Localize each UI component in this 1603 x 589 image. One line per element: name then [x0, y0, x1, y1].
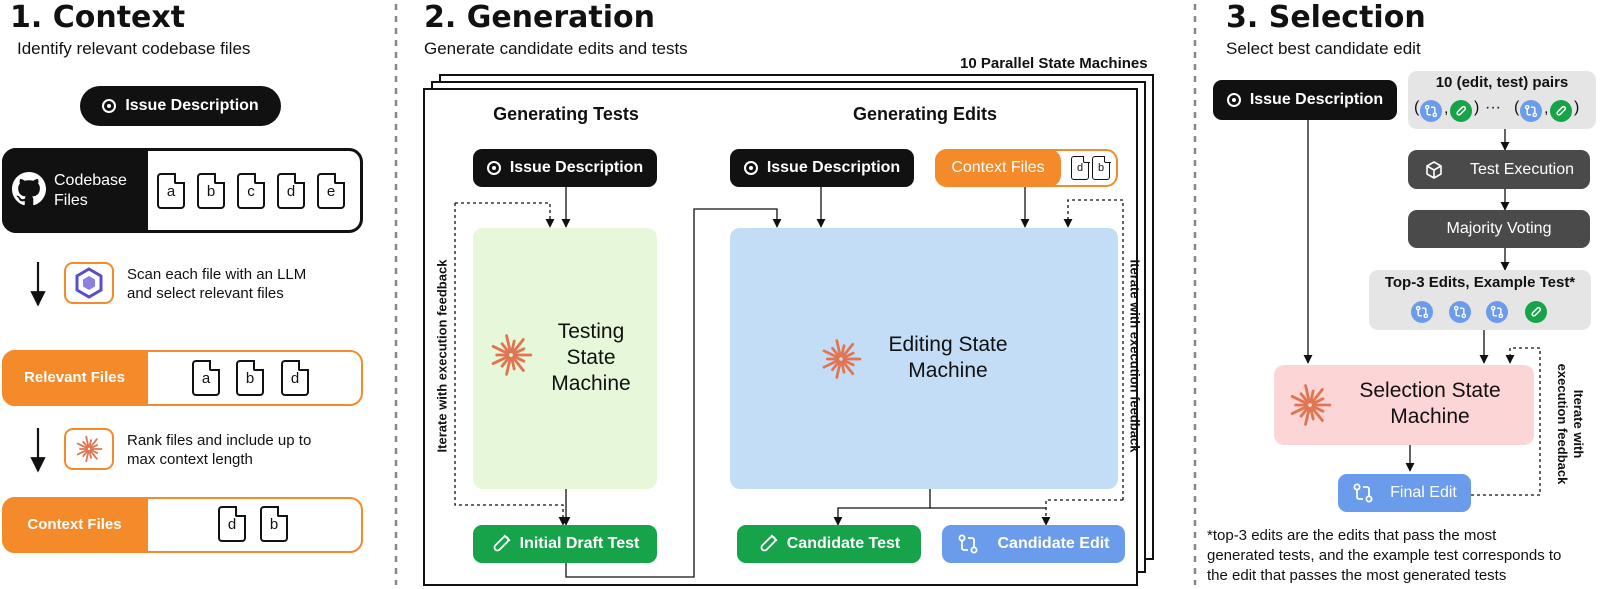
editing-state-machine: Editing State Machine — [730, 228, 1118, 489]
context-files-edits-box: Context Files d b — [935, 149, 1118, 187]
target-icon — [486, 161, 501, 175]
file-icon: b — [1092, 155, 1111, 180]
test-tube-icon — [493, 534, 511, 552]
file-icon: a — [192, 360, 220, 396]
qwen-logo-icon — [64, 262, 114, 304]
generation-section-title: 2. Generation — [424, 0, 656, 35]
git-compare-icon — [1411, 301, 1433, 323]
codebase-files-label: Codebase Files — [2, 148, 148, 233]
context-files-edits-label: Context Files — [935, 149, 1061, 187]
file-icon: e — [317, 173, 345, 209]
issue-description-tests-pill: Issue Description — [473, 149, 657, 187]
file-icon: d — [281, 360, 309, 396]
footnote: *top-3 edits are the edits that pass the… — [1207, 527, 1562, 584]
scan-description: Scan each file with an LLM and select re… — [127, 266, 307, 302]
test-execution-box: Test Execution — [1408, 150, 1590, 189]
git-compare-icon — [1449, 301, 1471, 323]
relevant-files-box: Relevant Files a b d — [1, 349, 363, 406]
target-icon — [1226, 93, 1241, 107]
candidate-test-pill: Candidate Test — [737, 525, 921, 563]
file-icon: d — [277, 173, 305, 209]
git-compare-icon — [1353, 483, 1373, 503]
pairs-title: 10 (edit, test) pairs — [1435, 74, 1569, 91]
initial-draft-test-pill: Initial Draft Test — [473, 525, 657, 563]
cube-icon — [1426, 160, 1442, 179]
test-tube-icon — [760, 534, 778, 552]
pairs-ellipsis: ··· — [1485, 99, 1501, 116]
git-compare-icon — [1520, 100, 1542, 122]
generation-section-subtitle: Generate candidate edits and tests — [424, 39, 688, 58]
iterate-feedback-edits-label: Iterate with execution feedback — [1127, 259, 1143, 453]
testing-state-machine-label: Testing State Machine — [551, 320, 631, 395]
file-icon: a — [157, 173, 185, 209]
target-icon — [102, 99, 117, 113]
sparkle-icon — [491, 334, 533, 376]
pairs-panel: 10 (edit, test) pairs ( , ) ··· ( , ) — [1408, 71, 1596, 129]
iterate-feedback-selection-label: Iterate with execution feedback — [1555, 363, 1586, 485]
selection-section-subtitle: Select best candidate edit — [1226, 39, 1421, 58]
parallel-label: 10 Parallel State Machines — [960, 55, 1148, 72]
relevant-files-label: Relevant Files — [1, 349, 148, 406]
issue-description-selection-pill: Issue Description — [1213, 80, 1397, 120]
file-icon: c — [237, 173, 265, 209]
final-edit-pill: Final Edit — [1338, 474, 1471, 512]
majority-voting-box: Majority Voting — [1408, 210, 1590, 248]
generating-edits-heading: Generating Edits — [852, 104, 998, 124]
generating-tests-heading: Generating Tests — [493, 104, 639, 124]
sparkle-icon — [64, 428, 114, 470]
git-compare-icon — [1420, 100, 1442, 122]
git-compare-icon — [958, 534, 978, 554]
sparkle-icon — [1290, 384, 1332, 426]
git-compare-icon — [1486, 301, 1508, 323]
issue-description-edits-pill: Issue Description — [730, 149, 914, 187]
context-section-title: 1. Context — [10, 0, 186, 35]
test-tube-icon — [1550, 100, 1572, 122]
top3-title: Top-3 Edits, Example Test* — [1384, 274, 1576, 291]
file-icon: d — [218, 506, 246, 542]
target-icon — [743, 161, 758, 175]
github-icon — [12, 172, 46, 206]
rank-description: Rank files and include up to max context… — [127, 432, 312, 468]
context-files-box: Context Files d b — [1, 496, 363, 553]
selection-section-title: 3. Selection — [1226, 0, 1426, 35]
test-tube-icon — [1525, 301, 1547, 323]
testing-state-machine: Testing State Machine — [473, 228, 657, 489]
file-icon: b — [197, 173, 225, 209]
codebase-files-box: Codebase Files a b c d e — [2, 148, 363, 233]
selection-state-machine-label: Selection State Machine — [1359, 379, 1501, 428]
file-icon: b — [260, 506, 288, 542]
top3-panel: Top-3 Edits, Example Test* — [1369, 270, 1591, 330]
sparkle-icon — [822, 339, 862, 379]
context-section-subtitle: Identify relevant codebase files — [17, 39, 251, 58]
test-tube-icon — [1450, 100, 1472, 122]
issue-description-pill: Issue Description — [80, 86, 281, 126]
context-files-label: Context Files — [1, 496, 148, 553]
editing-state-machine-label: Editing State Machine — [888, 333, 1008, 382]
file-icon: d — [1071, 155, 1090, 180]
iterate-feedback-tests-label: Iterate with execution feedback — [434, 259, 450, 453]
selection-state-machine: Selection State Machine — [1274, 365, 1534, 445]
candidate-edit-pill: Candidate Edit — [942, 525, 1125, 563]
file-icon: b — [236, 360, 264, 396]
